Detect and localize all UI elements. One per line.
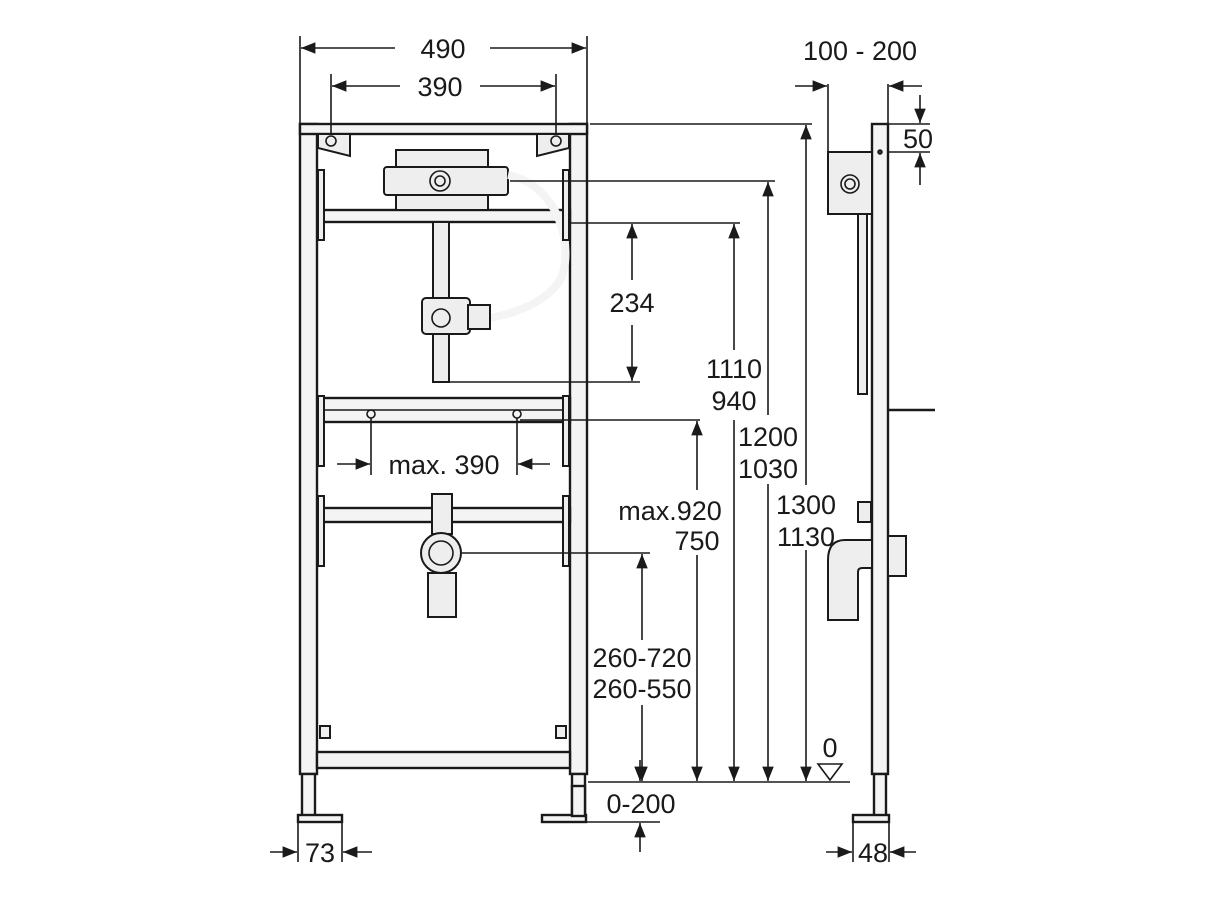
flex-hose-inner <box>469 171 570 324</box>
right-bottom-bolt <box>555 725 567 739</box>
waste-outlet <box>420 532 462 574</box>
top-rail <box>298 122 589 136</box>
range-720-label: 260-720 <box>592 643 691 673</box>
side-foot-plate <box>851 813 891 824</box>
left-foot-leg <box>300 772 317 820</box>
side-post-dot <box>877 149 883 155</box>
right-post <box>568 122 589 776</box>
range-550-label: 260-550 <box>592 674 691 704</box>
valve-port <box>429 170 451 192</box>
foot-depth-label: 48 <box>858 838 888 868</box>
height-940-label: 940 <box>711 386 756 416</box>
side-foot-leg <box>872 772 888 820</box>
side-top-bracket <box>827 151 873 215</box>
waste-outlet-inner <box>428 540 454 566</box>
width-inner-label: 390 <box>417 72 462 102</box>
left-foot-plate <box>296 813 344 824</box>
side-connector <box>857 501 872 523</box>
bolt-hole-left <box>325 135 337 147</box>
waste-bracket <box>431 493 453 535</box>
left-low-clamp <box>317 495 325 567</box>
right-mid-clamp <box>562 395 570 467</box>
height-1030-label: 1030 <box>738 454 798 484</box>
height-234-label: 234 <box>609 288 654 318</box>
waste-pipe <box>427 572 457 618</box>
left-bottom-bolt <box>319 725 331 739</box>
side-hanging-bar <box>857 213 868 395</box>
side-view: 100 - 200 50 0 48 <box>795 36 935 868</box>
bolt-hole-right <box>550 135 562 147</box>
right-low-clamp <box>562 495 570 567</box>
side-waste-elbow <box>827 539 873 621</box>
valve-crossbar <box>316 208 572 224</box>
right-upper-clamp <box>562 169 570 241</box>
height-1200-label: 1200 <box>738 422 798 452</box>
side-top-hole-inner <box>844 178 856 190</box>
height-1300-label: 1300 <box>776 490 836 520</box>
supply-nut <box>467 304 491 330</box>
left-upper-clamp <box>317 169 325 241</box>
height-750-label: 750 <box>674 526 719 556</box>
valve-body <box>383 166 509 196</box>
front-view: 490 390 max. 390 234 1110 940 1200 1030 … <box>270 34 850 868</box>
bottom-rail <box>315 750 572 770</box>
side-post <box>870 122 890 776</box>
supply-elbow <box>421 297 471 335</box>
height-1110-label: 1110 <box>706 354 762 384</box>
right-foot-plate <box>540 813 588 824</box>
foot-adjust-label: 0-200 <box>606 789 675 819</box>
max-390-label: max. 390 <box>388 450 499 480</box>
top-offset-label: 50 <box>903 124 933 154</box>
foot-width-label: 73 <box>305 838 335 868</box>
right-foot-plate-raised <box>570 784 587 818</box>
depth-range-label: 100 - 200 <box>803 36 917 66</box>
left-post <box>298 122 319 776</box>
zero-level-triangle <box>816 763 844 782</box>
valve-port-inner <box>434 175 446 187</box>
supply-elbow-port <box>431 308 451 328</box>
left-mid-clamp <box>317 395 325 467</box>
side-top-hole <box>840 174 860 194</box>
height-max920-label: max.920 <box>618 496 722 526</box>
width-outer-label: 490 <box>420 34 465 64</box>
side-waste-flange <box>887 535 907 577</box>
height-1130-label: 1130 <box>777 522 835 552</box>
zero-level-label: 0 <box>822 733 837 763</box>
